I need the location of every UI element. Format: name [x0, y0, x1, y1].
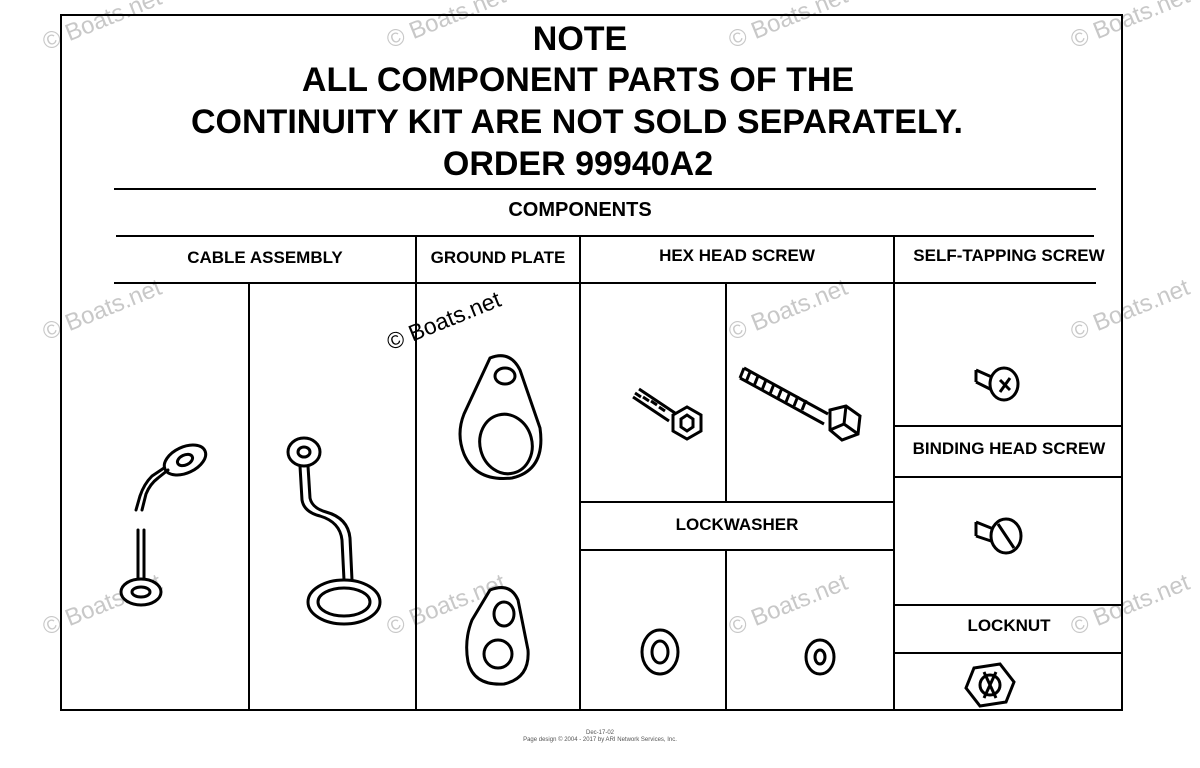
locknut-illustration: [964, 662, 1016, 708]
column-line: [893, 235, 895, 711]
note-line-1: ALL COMPONENT PARTS OF THE: [301, 61, 855, 99]
small-lockwasher-illustration: [804, 638, 836, 676]
long-cable-assembly-illustration: [286, 436, 382, 626]
column-line: [579, 235, 581, 711]
short-hex-head-screw-illustration: [632, 387, 703, 441]
header-lockwasher: LOCKWASHER: [675, 515, 799, 534]
header-hex-head-screw: HEX HEAD SCREW: [659, 246, 815, 265]
header-cable-assembly: CABLE ASSEMBLY: [187, 248, 343, 267]
divider-line: [579, 549, 893, 551]
header-locknut: LOCKNUT: [967, 616, 1051, 635]
column-line: [725, 550, 727, 711]
footer-date: Dec-17-02: [585, 730, 614, 736]
large-ground-plate-illustration: [458, 354, 543, 480]
short-cable-assembly-illustration: [119, 443, 208, 607]
note-heading: NOTE: [532, 20, 628, 58]
divider-line: [893, 604, 1123, 606]
header-ground-plate: GROUND PLATE: [430, 248, 566, 267]
header-binding-head-screw: BINDING HEAD SCREW: [912, 439, 1106, 458]
divider-line: [114, 282, 1096, 284]
small-ground-plate-illustration: [465, 586, 530, 686]
divider-line: [114, 188, 1096, 190]
column-line: [415, 235, 417, 711]
components-title: COMPONENTS: [508, 199, 652, 221]
diagram-frame: [60, 14, 1123, 711]
divider-line: [893, 425, 1123, 427]
note-line-3: ORDER 99940A2: [442, 145, 714, 183]
divider-line: [116, 235, 1094, 237]
column-line: [248, 282, 250, 711]
column-line: [725, 282, 727, 501]
self-tapping-screw-illustration: [974, 366, 1020, 402]
header-self-tapping-screw: SELF-TAPPING SCREW: [913, 246, 1105, 265]
note-line-2: CONTINUITY KIT ARE NOT SOLD SEPARATELY.: [191, 103, 963, 141]
divider-line: [579, 501, 893, 503]
divider-line: [893, 476, 1123, 478]
footer-copyright: Page design © 2004 - 2017 by ARI Network…: [523, 737, 677, 743]
divider-line: [893, 652, 1123, 654]
binding-head-screw-illustration: [974, 517, 1023, 555]
large-lockwasher-illustration: [640, 628, 680, 676]
long-hex-head-screw-illustration: [738, 366, 862, 442]
